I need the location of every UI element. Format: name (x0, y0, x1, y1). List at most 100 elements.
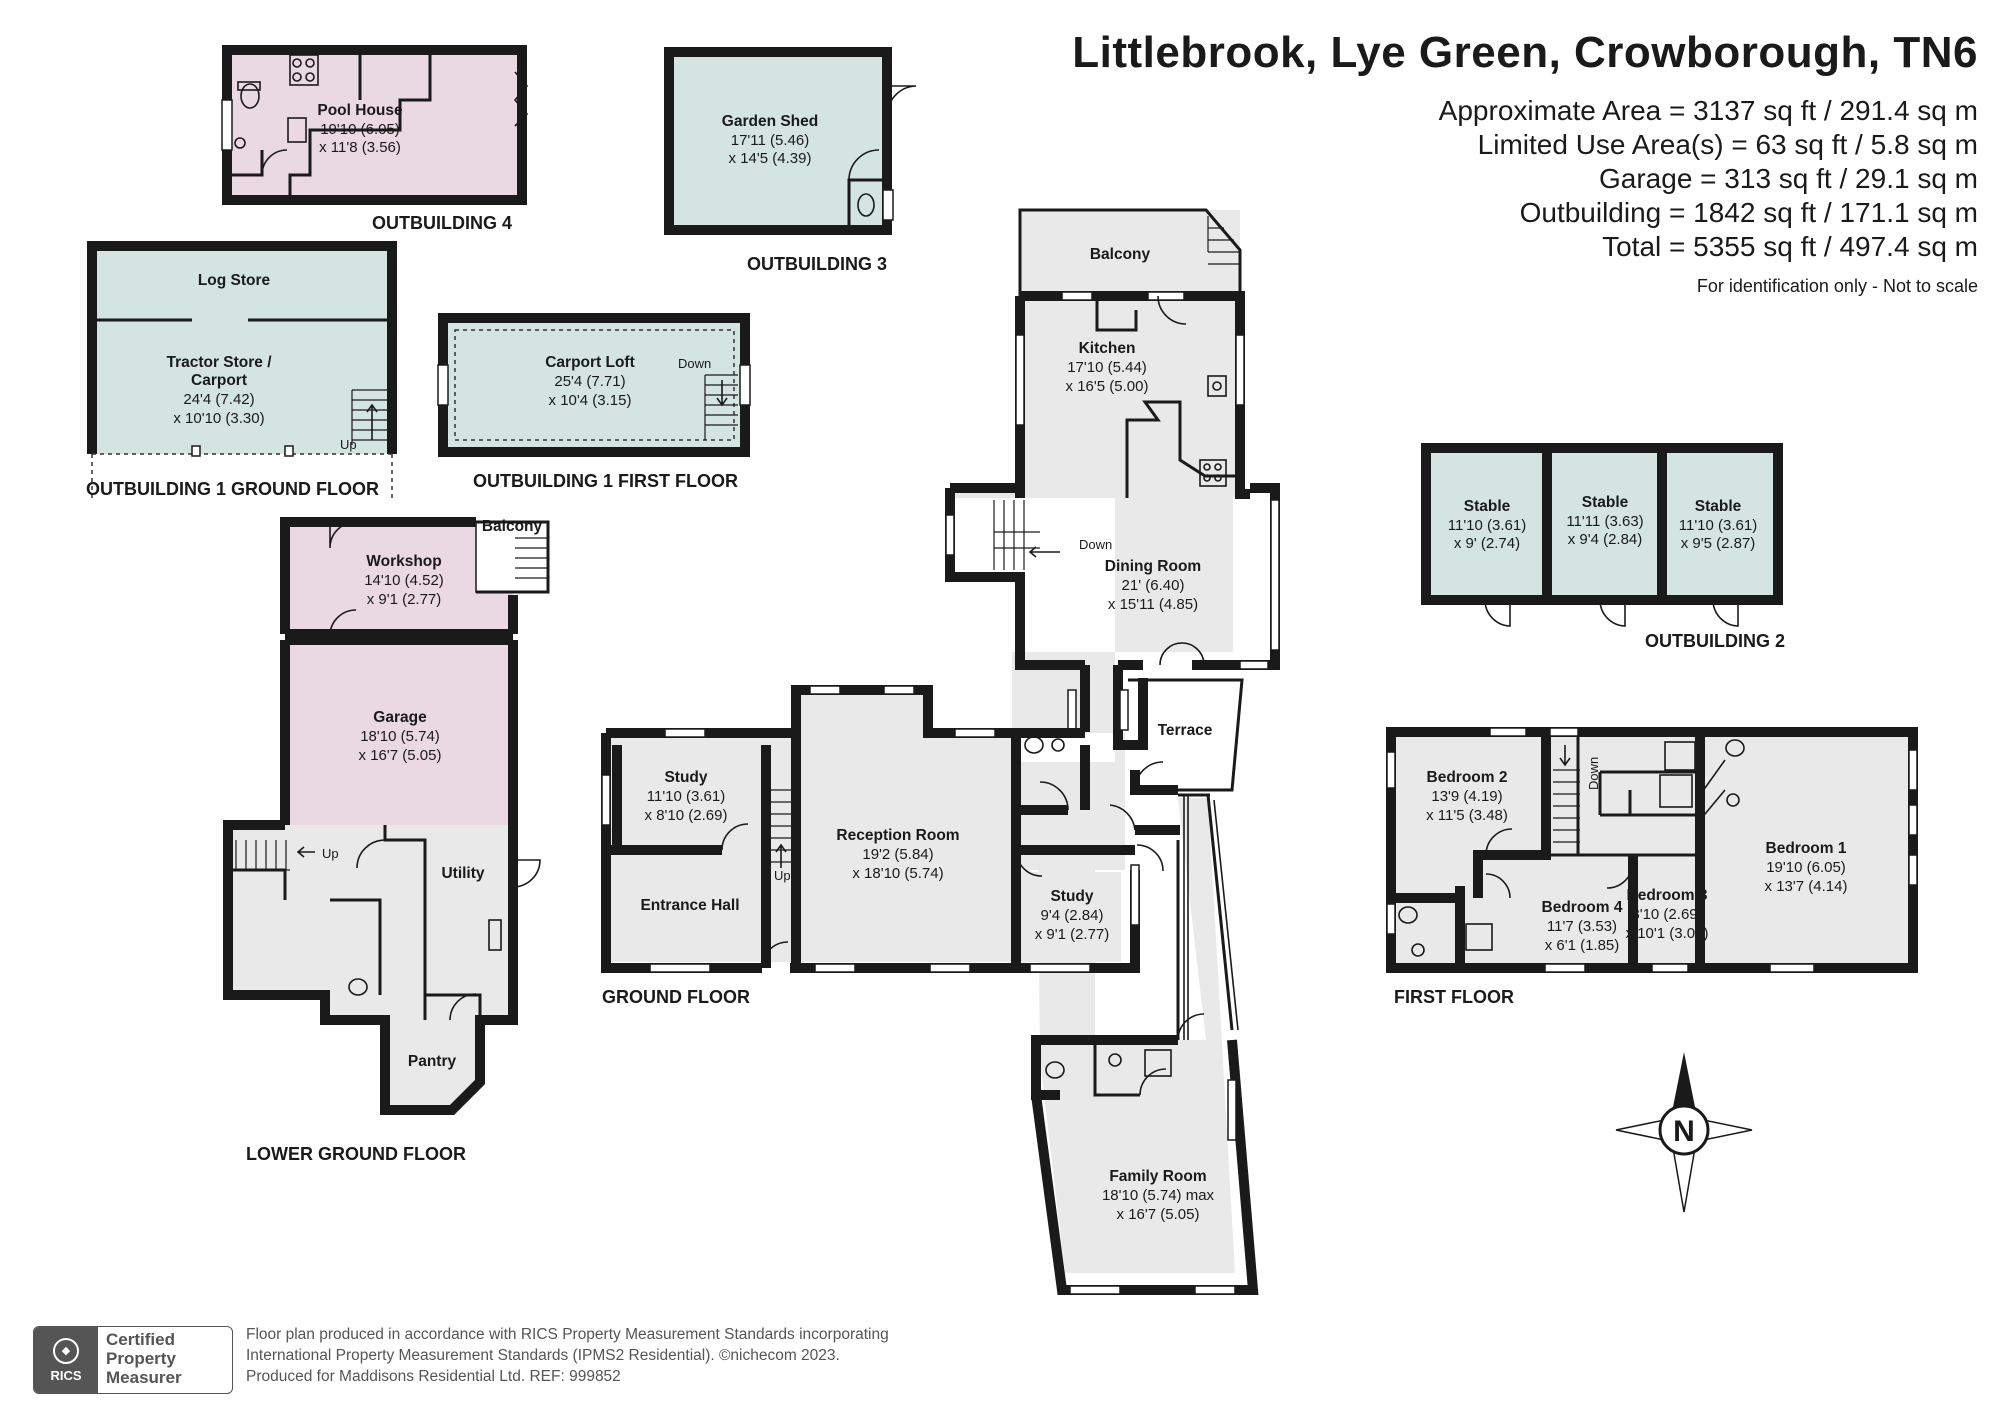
identification-note: For identification only - Not to scale (1696, 276, 1978, 296)
area-approximate: Approximate Area = 3137 sq ft / 291.4 sq… (1438, 95, 1978, 126)
bedroom-2-name: Bedroom 2 (1427, 769, 1508, 786)
pool-house-dim2: x 11'8 (3.56) (319, 139, 401, 156)
section-lower-ground-floor: LOWER GROUND FLOOR (246, 1144, 466, 1164)
workshop-dim1: 14'10 (4.52) (364, 572, 444, 589)
bedroom-2-dim1: 13'9 (4.19) (1431, 788, 1502, 805)
first-floor-down-label: Down (1586, 757, 1601, 790)
carport-loft-down-label: Down (678, 356, 711, 371)
ground-floor: Balcony Kitchen 17'10 (5.44) x 16'5 (5.0… (601, 208, 1280, 1295)
carport-loft-dim2: x 10'4 (3.15) (549, 392, 632, 409)
garage-dim2: x 16'7 (5.05) (359, 747, 442, 764)
tractor-store-name1: Tractor Store / (166, 354, 272, 371)
outbuilding-1-first: Down Carport Loft 25'4 (7.71) x 10'4 (3.… (437, 313, 751, 491)
rics-certified-logo: ◆ RICS Certified Property Measurer (33, 1326, 233, 1394)
outbuilding-4: Pool House 19'10 (6.05) x 11'8 (3.56) OU… (221, 45, 529, 233)
kitchen-dim1: 17'10 (5.44) (1067, 359, 1147, 376)
footer-line-3: Produced for Maddisons Residential Ltd. … (246, 1368, 621, 1385)
stable-2-name: Stable (1582, 494, 1629, 511)
stable-1-dim2: x 9' (2.74) (1454, 535, 1520, 552)
dining-room-name: Dining Room (1105, 558, 1201, 575)
outbuilding-2: Stable 11'10 (3.61) x 9' (2.74) Stable 1… (1421, 443, 1785, 651)
bedroom-1-dim1: 19'10 (6.05) (1766, 859, 1846, 876)
study-left-name: Study (664, 769, 707, 786)
tractor-store-dim1: 24'4 (7.42) (183, 391, 254, 408)
family-room-dim2: x 16'7 (5.05) (1117, 1206, 1200, 1223)
outbuilding-1-ground: Up Log Store Tractor Store / Carport 24'… (86, 241, 397, 500)
balcony-top-name: Balcony (1090, 246, 1151, 263)
footer-line-1: Floor plan produced in accordance with R… (246, 1326, 889, 1343)
cert-line-2: Property (106, 1349, 176, 1368)
carport-loft-name: Carport Loft (545, 354, 635, 371)
garden-shed-dim2: x 14'5 (4.39) (729, 150, 812, 167)
reception-room-dim2: x 18'10 (5.74) (852, 865, 943, 882)
cert-line-3: Measurer (106, 1368, 182, 1387)
stable-1-dim1: 11'10 (3.61) (1448, 517, 1526, 534)
rics-seal: ◆ RICS (34, 1327, 98, 1393)
area-garage: Garage = 313 sq ft / 29.1 sq m (1599, 163, 1978, 194)
compass-north-letter: N (1673, 1115, 1695, 1148)
family-room-dim1: 18'10 (5.74) max (1102, 1187, 1215, 1204)
section-outbuilding-1-ground: OUTBUILDING 1 GROUND FLOOR (86, 479, 379, 499)
dining-down-label: Down (1079, 537, 1112, 552)
outbuilding-3: Garden Shed 17'11 (5.46) x 14'5 (4.39) O… (664, 47, 917, 274)
garden-shed-dim1: 17'11 (5.46) (731, 132, 809, 149)
entrance-up-label: Up (774, 868, 791, 883)
terrace-name: Terrace (1158, 722, 1213, 739)
study-left-dim2: x 8'10 (2.69) (645, 807, 728, 824)
footer-notes: Floor plan produced in accordance with R… (246, 1324, 889, 1387)
lower-ground-floor: Balcony Workshop 14'10 (4.52) x 9'1 (2.7… (223, 517, 550, 1164)
kitchen-name: Kitchen (1079, 340, 1136, 357)
cert-line-1: Certified (106, 1330, 175, 1349)
garage-name: Garage (373, 709, 427, 726)
stable-3-name: Stable (1695, 498, 1742, 515)
bedroom-2-dim2: x 11'5 (3.48) (1426, 807, 1508, 824)
kitchen-dim2: x 16'5 (5.00) (1066, 378, 1149, 395)
reception-room-dim1: 19'2 (5.84) (862, 846, 933, 863)
pool-house-name: Pool House (317, 102, 403, 119)
property-title: Littlebrook, Lye Green, Crowborough, TN6 (1072, 28, 1978, 77)
bedroom-4-dim2: x 6'1 (1.85) (1545, 937, 1620, 954)
bedroom-1-name: Bedroom 1 (1766, 840, 1847, 857)
stable-3-dim2: x 9'5 (2.87) (1681, 535, 1756, 552)
bedroom-3-name: Bedroom 3 (1627, 887, 1708, 904)
bedroom-3-dim2: x 10'1 (3.07) (1626, 925, 1709, 942)
tractor-store-dim2: x 10'10 (3.30) (173, 410, 264, 427)
family-room-name: Family Room (1109, 1168, 1206, 1185)
section-ground-floor: GROUND FLOOR (602, 987, 750, 1007)
workshop-balcony-name: Balcony (482, 518, 543, 535)
bedroom-4-dim1: 11'7 (3.53) (1547, 918, 1617, 935)
section-outbuilding-4: OUTBUILDING 4 (372, 213, 512, 233)
study-right-name: Study (1050, 888, 1093, 905)
workshop-name: Workshop (366, 553, 442, 570)
pantry-name: Pantry (408, 1053, 457, 1070)
study-right-dim2: x 9'1 (2.77) (1035, 926, 1110, 943)
area-outbuilding: Outbuilding = 1842 sq ft / 171.1 sq m (1519, 197, 1978, 228)
section-outbuilding-2: OUTBUILDING 2 (1645, 631, 1785, 651)
footer-line-2: International Property Measurement Stand… (246, 1347, 840, 1364)
pool-house-dim1: 19'10 (6.05) (320, 121, 400, 138)
bedroom-3-dim1: 8'10 (2.69) (1631, 906, 1702, 923)
area-total: Total = 5355 sq ft / 497.4 sq m (1602, 231, 1978, 262)
entrance-hall-name: Entrance Hall (640, 897, 739, 914)
log-store-name: Log Store (198, 272, 271, 289)
tractor-store-name2: Carport (191, 372, 247, 389)
lower-ground-up-label: Up (322, 846, 339, 861)
stable-3-dim1: 11'10 (3.61) (1679, 517, 1757, 534)
tractor-store-up-label: Up (340, 437, 357, 452)
utility-name: Utility (441, 865, 484, 882)
rics-crest-icon: ◆ (53, 1337, 79, 1364)
workshop-dim2: x 9'1 (2.77) (367, 591, 442, 608)
carport-loft-dim1: 25'4 (7.71) (554, 373, 625, 390)
dining-room-dim2: x 15'11 (4.85) (1108, 596, 1198, 613)
stable-2-dim2: x 9'4 (2.84) (1568, 531, 1643, 548)
section-outbuilding-3: OUTBUILDING 3 (747, 254, 887, 274)
stable-1-name: Stable (1464, 498, 1511, 515)
study-right-dim1: 9'4 (2.84) (1041, 907, 1104, 924)
garden-shed-name: Garden Shed (722, 113, 818, 130)
section-outbuilding-1-first: OUTBUILDING 1 FIRST FLOOR (473, 471, 738, 491)
study-left-dim1: 11'10 (3.61) (647, 788, 725, 805)
certified-property-measurer: Certified Property Measurer (98, 1327, 190, 1393)
area-summary: Approximate Area = 3137 sq ft / 291.4 sq… (1439, 94, 1978, 264)
garage-dim1: 18'10 (5.74) (360, 728, 440, 745)
area-limited-use: Limited Use Area(s) = 63 sq ft / 5.8 sq … (1477, 129, 1978, 160)
